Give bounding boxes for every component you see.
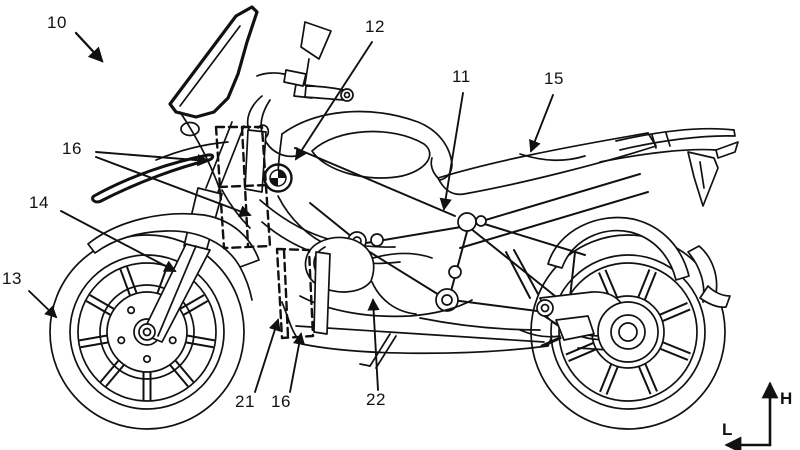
dashed-component-box-lower [275, 247, 315, 340]
leader-15 [529, 94, 554, 153]
axis-label-l: L [722, 420, 733, 439]
handlebar [256, 69, 354, 102]
mirror [300, 21, 332, 85]
leader-11 [439, 92, 464, 211]
leader-21 [254, 318, 281, 393]
windshield-inner-line [179, 25, 241, 107]
dashed-component-box-upper [214, 125, 272, 250]
ref-label-22: 22 [366, 390, 386, 409]
ref-label-12: 12 [365, 17, 385, 36]
ref-label-15: 15 [544, 69, 564, 88]
fender-side-edge [239, 266, 253, 301]
ref-label-13: 13 [2, 269, 22, 288]
front-axle [138, 323, 156, 341]
side-stand [359, 333, 397, 369]
ref-label-16-lower: 16 [271, 392, 291, 411]
leader-13 [28, 290, 58, 319]
footpeg [540, 336, 562, 348]
exhaust-pipe [419, 317, 541, 331]
seat [430, 132, 657, 196]
mounted-component [244, 129, 267, 193]
rear-hugger-fender [547, 216, 690, 281]
final-drive-hub [597, 301, 659, 363]
swingarm-pivot-center [540, 303, 550, 313]
brake-lever-rear [519, 329, 561, 338]
leader-16-lower [289, 332, 306, 393]
leader-12 [294, 41, 373, 161]
ref-label-21: 21 [235, 392, 255, 411]
front-beak-fender [87, 212, 260, 268]
ref-label-16-upper: 16 [62, 139, 82, 158]
swingarm-pivot [536, 299, 554, 317]
leader-lines [28, 31, 554, 393]
leader-16-upper-a [95, 151, 210, 167]
tail-inner-line [699, 161, 705, 189]
leader-10 [74, 31, 104, 63]
leader-22 [367, 298, 380, 391]
rear-mudflap [699, 285, 731, 309]
radiator-panel [313, 251, 331, 335]
footpeg-bracket [555, 315, 595, 341]
axis-label-h: H [780, 389, 793, 408]
orientation-axes [724, 381, 779, 450]
ref-label-10: 10 [47, 13, 67, 32]
ref-label-14: 14 [29, 193, 49, 212]
fastener-target-icon [263, 163, 293, 193]
front-axle-center [142, 327, 152, 337]
leader-16-upper-b [95, 156, 252, 218]
leader-14 [60, 210, 177, 272]
ref-label-11: 11 [452, 67, 471, 86]
fairing-nose-edge [179, 111, 221, 191]
